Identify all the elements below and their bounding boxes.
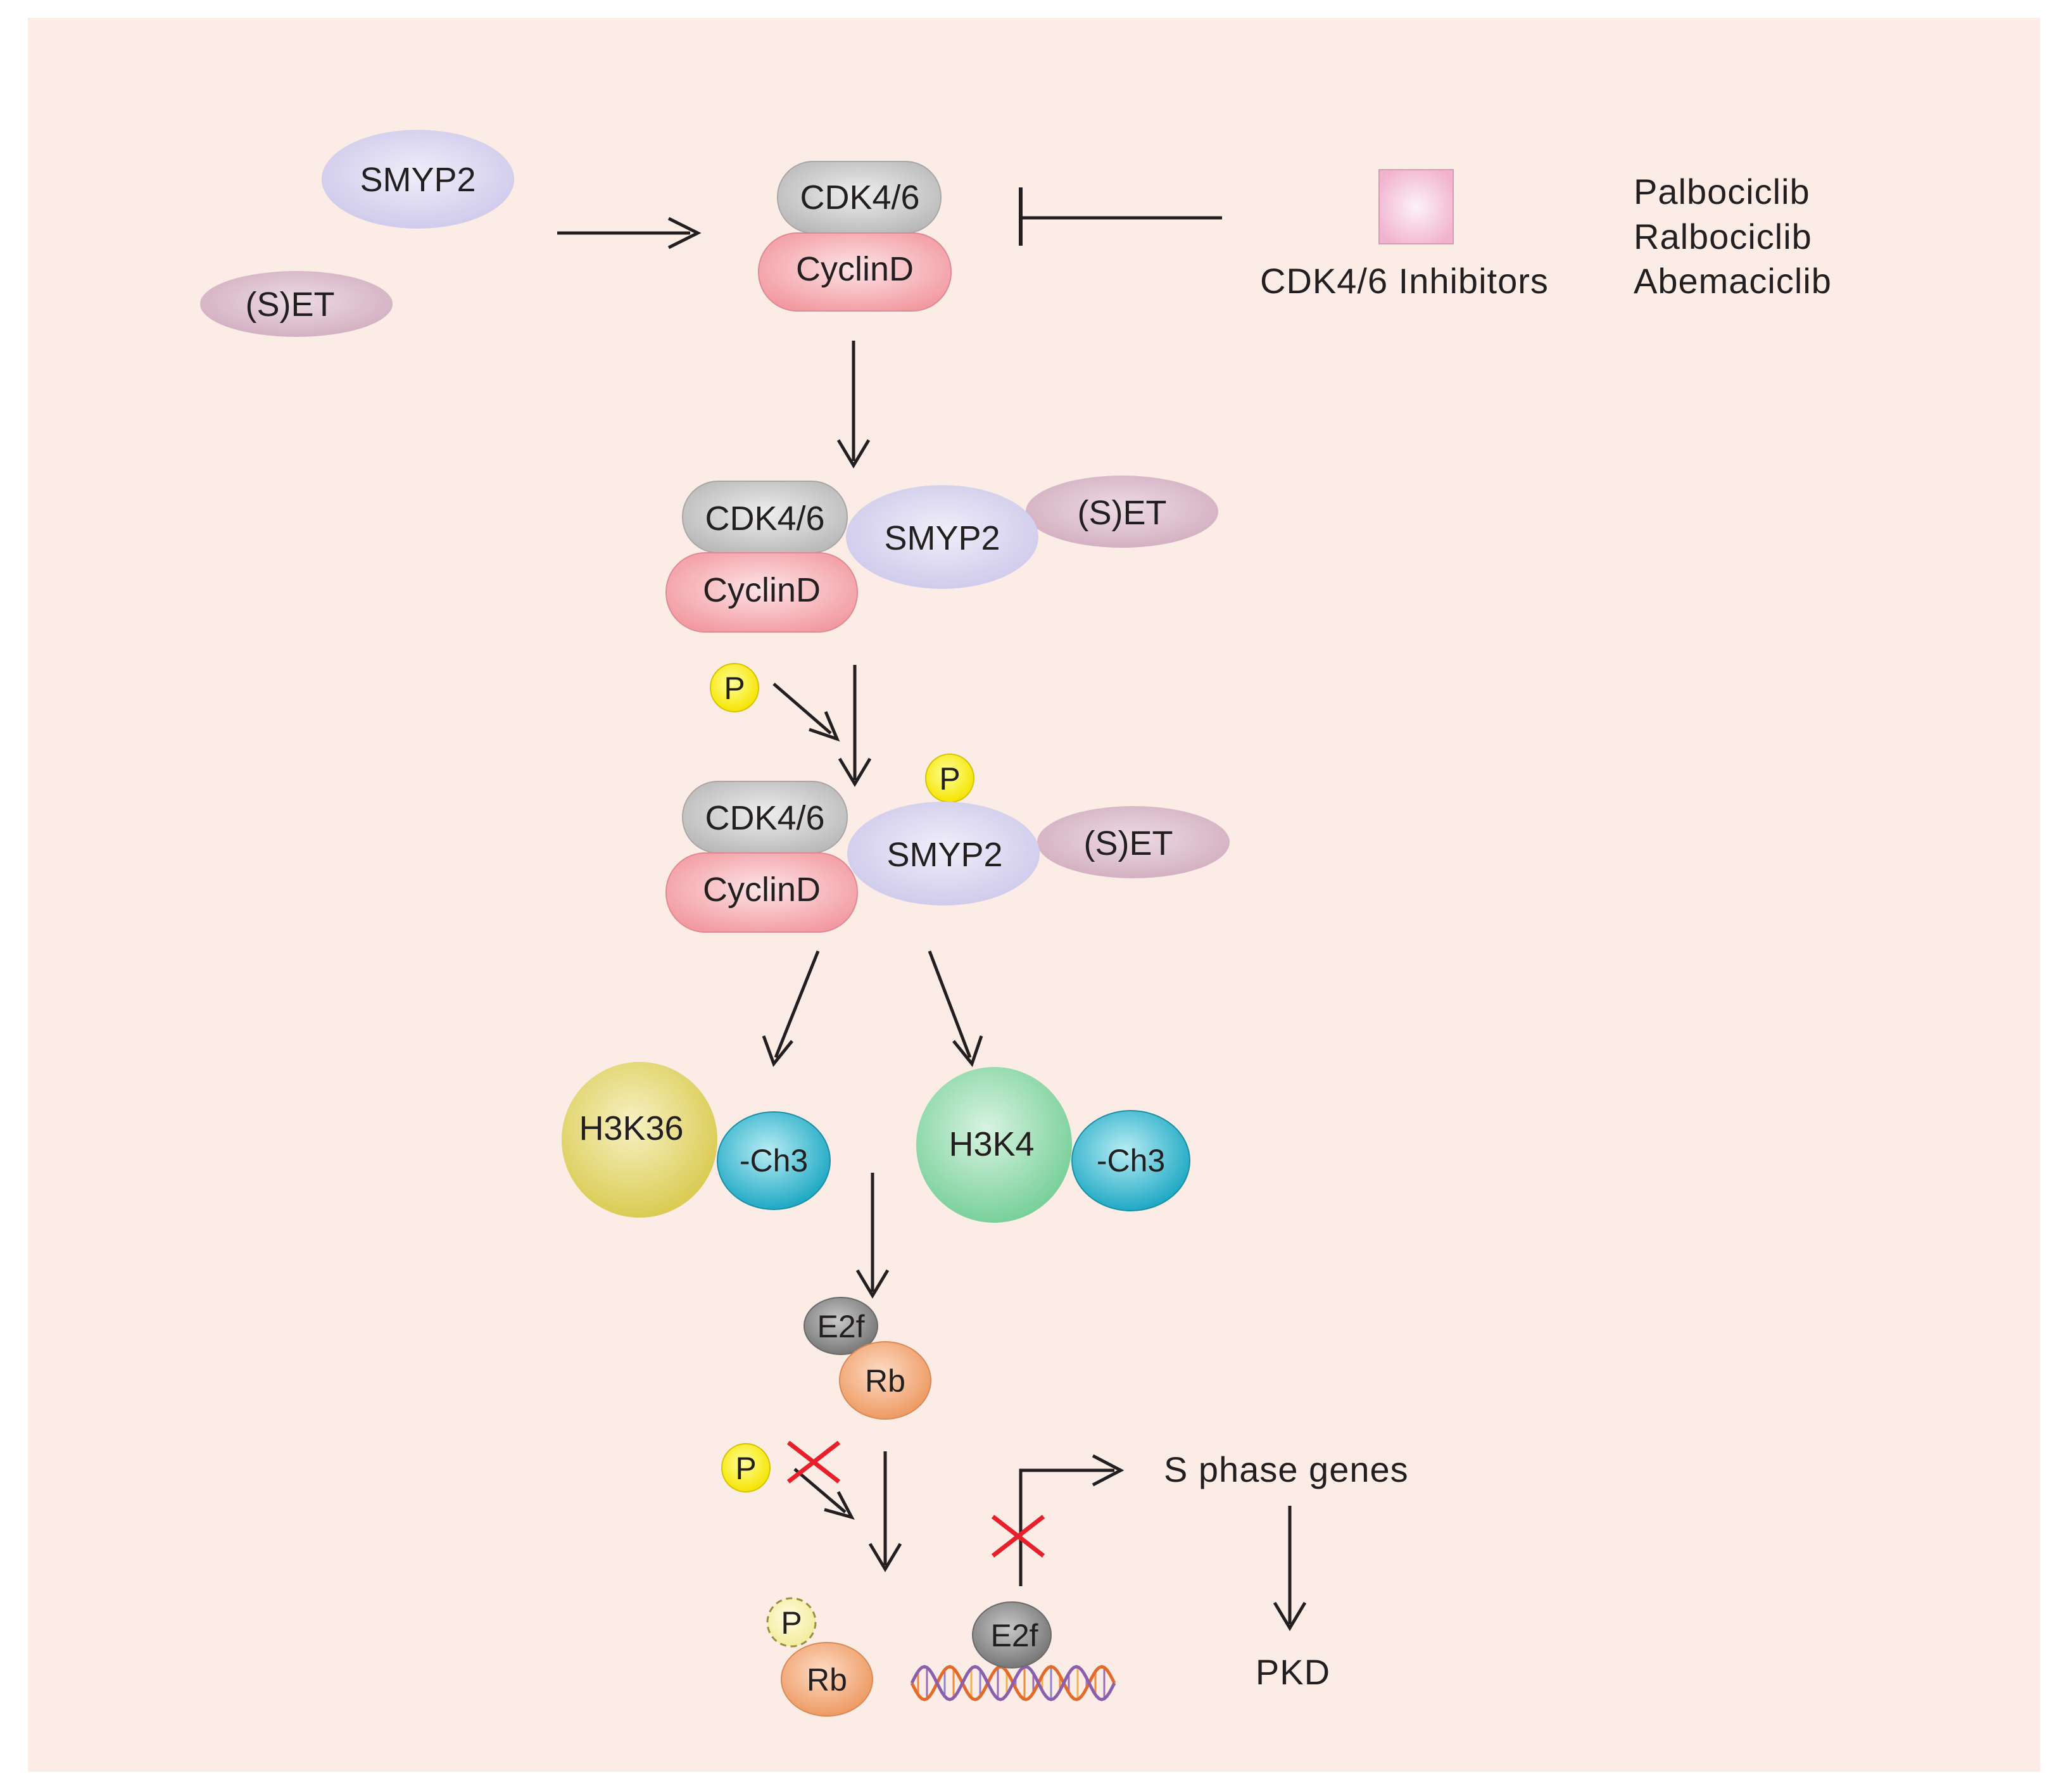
svg-text:(S)ET: (S)ET (1078, 494, 1167, 532)
svg-text:-Ch3: -Ch3 (1097, 1143, 1165, 1178)
svg-text:E2f: E2f (990, 1618, 1038, 1653)
arrow-to-h3k36 (762, 950, 820, 1068)
h3k36-node: H3K36 (562, 1062, 717, 1218)
svg-text:SMYP2: SMYP2 (886, 836, 1002, 874)
rb-node-1: Rb (839, 1341, 931, 1420)
inhibition-line (1019, 187, 1222, 246)
phosphate-icon-3: P (721, 1443, 771, 1492)
cdk46-node-2: CDK4/6 (682, 481, 848, 553)
drug-abemaciclib: Abemaciclib (1634, 261, 1832, 301)
svg-text:(S)ET: (S)ET (1084, 824, 1173, 862)
phosphate-faded-icon: P (766, 1597, 817, 1648)
smyp2-node-3: SMYP2 (847, 802, 1040, 905)
h3k4-node: H3K4 (916, 1067, 1072, 1223)
block-cross-icon-2 (991, 1515, 1045, 1558)
ch3-node-2: -Ch3 (1071, 1110, 1190, 1211)
svg-text:H3K36: H3K36 (579, 1109, 683, 1147)
svg-text:E2f: E2f (817, 1309, 864, 1344)
arrow-phosphorylation-2 (793, 1468, 855, 1520)
svg-text:(S)ET: (S)ET (246, 286, 335, 324)
svg-text:CyclinD: CyclinD (796, 250, 914, 288)
cyclind-node-2: CyclinD (665, 552, 858, 633)
phosphate-icon-1: P (710, 663, 759, 712)
smyp2-node-2: SMYP2 (846, 485, 1038, 589)
set-node-2: (S)ET (1026, 476, 1218, 548)
svg-text:CDK4/6: CDK4/6 (705, 799, 824, 837)
arrow-phosphorylation-1 (772, 683, 840, 742)
inhibitors-title: CDK4/6 Inhibitors (1260, 261, 1549, 301)
svg-text:CDK4/6: CDK4/6 (800, 179, 919, 217)
svg-text:CyclinD: CyclinD (703, 871, 821, 909)
set-node-3: (S)ET (1037, 806, 1230, 878)
arrow-down-1 (836, 341, 871, 469)
svg-text:P: P (735, 1451, 756, 1486)
arrow-to-h3k4 (928, 950, 983, 1068)
arrow-to-cdk-complex (557, 217, 702, 249)
transcription-arrow (1019, 1454, 1125, 1586)
svg-text:-Ch3: -Ch3 (740, 1143, 808, 1178)
svg-text:CyclinD: CyclinD (703, 571, 821, 609)
svg-text:SMYP2: SMYP2 (360, 161, 476, 199)
arrow-to-pkd (1273, 1506, 1307, 1631)
set-node-top: (S)ET (200, 271, 393, 337)
arrow-down-4 (868, 1451, 902, 1572)
inhibitor-square-icon (1378, 169, 1454, 244)
e2f-node-1: E2f (804, 1297, 878, 1355)
e2f-node-2: E2f (972, 1601, 1052, 1669)
svg-text:P: P (724, 671, 745, 706)
arrow-down-3 (855, 1173, 890, 1299)
pkd-label: PKD (1256, 1652, 1330, 1692)
svg-text:SMYP2: SMYP2 (884, 519, 1000, 557)
arrow-down-2 (838, 665, 872, 787)
rb-node-2: Rb (781, 1642, 873, 1717)
cdk46-node-top: CDK4/6 (777, 161, 942, 234)
block-cross-icon-1 (786, 1441, 841, 1484)
phosphate-icon-2: P (925, 754, 974, 803)
cyclind-node-3: CyclinD (665, 852, 858, 933)
svg-text:Rb: Rb (807, 1662, 847, 1698)
dna-helix-icon (910, 1665, 1116, 1701)
drug-palbociclib: Palbociclib (1634, 172, 1810, 211)
cyclind-node-top: CyclinD (758, 232, 952, 312)
s-phase-genes-label: S phase genes (1164, 1449, 1409, 1489)
svg-text:Rb: Rb (865, 1363, 905, 1399)
ch3-node-1: -Ch3 (717, 1111, 831, 1210)
svg-text:P: P (781, 1605, 802, 1641)
svg-text:P: P (939, 761, 960, 797)
drug-ralbociclib: Ralbociclib (1634, 217, 1812, 256)
svg-text:H3K4: H3K4 (949, 1125, 1034, 1163)
dna-strand-b (910, 1665, 1116, 1701)
cdk46-node-3: CDK4/6 (682, 781, 848, 854)
svg-text:CDK4/6: CDK4/6 (705, 500, 824, 538)
smyp2-node-top: SMYP2 (322, 130, 514, 229)
